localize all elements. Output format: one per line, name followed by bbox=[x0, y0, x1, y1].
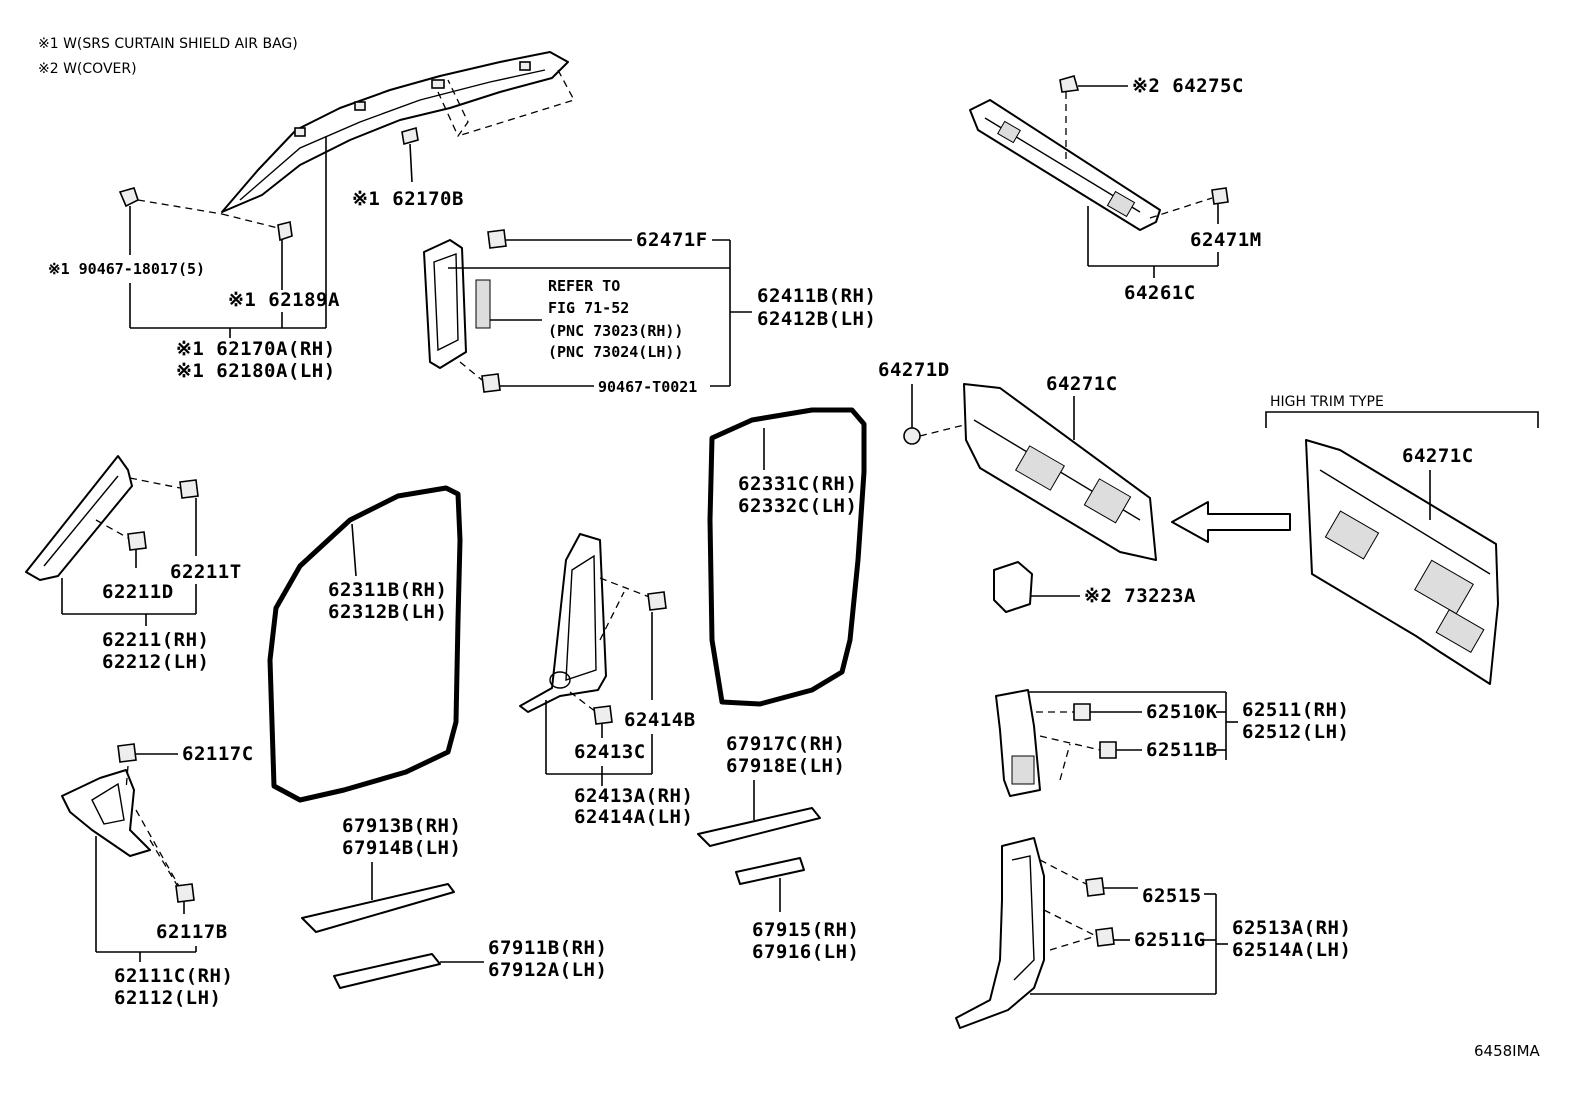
label-62413C: 62413C bbox=[574, 741, 646, 763]
clip-62511B bbox=[1099, 741, 1117, 759]
front-pillar-garnish bbox=[25, 455, 133, 581]
label-62471F: 62471F bbox=[636, 229, 708, 251]
label-fig-71-52: FIG 71-52 bbox=[548, 299, 629, 317]
label-62511G: 62511G bbox=[1134, 929, 1206, 951]
figure-code: 6458IMA bbox=[1474, 1042, 1541, 1060]
clip-62211T bbox=[179, 479, 199, 499]
label-64261C: 64261C bbox=[1124, 282, 1196, 304]
arrow-icon bbox=[1171, 501, 1291, 543]
label-67914B: 67914B(LH) bbox=[342, 837, 461, 859]
label-62170B: ※1 62170B bbox=[352, 188, 464, 210]
label-62414A: 62414A(LH) bbox=[574, 806, 693, 828]
label-67911B: 67911B(RH) bbox=[488, 937, 607, 959]
label-62515: 62515 bbox=[1142, 885, 1202, 907]
back-panel-standard bbox=[963, 383, 1157, 561]
label-high-trim-type: HIGH TRIM TYPE bbox=[1270, 394, 1384, 410]
label-73223A: ※2 73223A bbox=[1084, 585, 1196, 607]
clip-62511G bbox=[1095, 927, 1115, 947]
label-62510K: 62510K bbox=[1146, 701, 1218, 723]
cowl-side-trim bbox=[61, 769, 151, 857]
clip-62170B bbox=[401, 126, 419, 183]
quarter-pillar-lower-garnish bbox=[955, 837, 1045, 1029]
quarter-pillar-upper-garnish bbox=[995, 689, 1041, 797]
label-62513A: 62513A(RH) bbox=[1232, 917, 1351, 939]
clip-64271D bbox=[903, 427, 921, 445]
label-62413A: 62413A(RH) bbox=[574, 785, 693, 807]
front-door-weatherstrip bbox=[267, 485, 463, 803]
label-67912A: 67912A(LH) bbox=[488, 959, 607, 981]
clip-90467-T0021 bbox=[481, 373, 501, 393]
clip-62189A bbox=[277, 221, 293, 242]
cover-73223A bbox=[993, 561, 1033, 613]
rear-scuff-plate bbox=[697, 807, 821, 847]
label-90467-18017: ※1 90467-18017(5) bbox=[48, 260, 205, 278]
front-scuff-plate bbox=[301, 883, 455, 933]
label-62311B: 62311B(RH) bbox=[328, 579, 447, 601]
label-67917C: 67917C(RH) bbox=[726, 733, 845, 755]
label-62332C: 62332C(LH) bbox=[738, 495, 857, 517]
clip-62471M bbox=[1211, 187, 1229, 205]
note-curtain-airbag: ※1 W(SRS CURTAIN SHIELD AIR BAG) bbox=[38, 36, 298, 52]
label-62117B: 62117B bbox=[156, 921, 228, 943]
label-62412B: 62412B(LH) bbox=[757, 308, 876, 330]
roof-side-garnish bbox=[221, 51, 569, 213]
clip-90467-18017 bbox=[118, 187, 139, 208]
label-62312B: 62312B(LH) bbox=[328, 601, 447, 623]
label-62180A: ※1 62180A(LH) bbox=[176, 360, 336, 382]
label-62170A: ※1 62170A(RH) bbox=[176, 338, 336, 360]
label-67918E: 67918E(LH) bbox=[726, 755, 845, 777]
label-pnc-73024: (PNC 73024(LH)) bbox=[548, 343, 683, 361]
clip-62211D bbox=[127, 531, 147, 551]
label-62212: 62212(LH) bbox=[102, 651, 209, 673]
label-62414B: 62414B bbox=[624, 709, 696, 731]
label-62111C: 62111C(RH) bbox=[114, 965, 233, 987]
label-64271C-high-trim: 64271C bbox=[1402, 445, 1474, 467]
label-67915: 67915(RH) bbox=[752, 919, 859, 941]
label-62211T: 62211T bbox=[170, 561, 242, 583]
clip-62117B bbox=[175, 883, 195, 903]
label-67913B: 67913B(RH) bbox=[342, 815, 461, 837]
upper-back-panel bbox=[969, 99, 1161, 231]
label-62512: 62512(LH) bbox=[1242, 721, 1349, 743]
clip-62117C bbox=[117, 743, 137, 763]
label-64275C: ※2 64275C bbox=[1132, 75, 1244, 97]
label-67916: 67916(LH) bbox=[752, 941, 859, 963]
label-62411B: 62411B(RH) bbox=[757, 285, 876, 307]
clip-62510K bbox=[1073, 703, 1091, 721]
label-62117C: 62117C bbox=[182, 743, 254, 765]
label-refer-to: REFER TO bbox=[548, 277, 620, 295]
center-pillar-lower-garnish bbox=[519, 533, 607, 713]
label-64271D: 64271D bbox=[878, 359, 950, 381]
rear-door-scuff-plate bbox=[735, 857, 805, 885]
clip-62515 bbox=[1085, 877, 1105, 897]
label-62514A: 62514A(LH) bbox=[1232, 939, 1351, 961]
note-cover: ※2 W(COVER) bbox=[38, 61, 137, 77]
label-62189A: ※1 62189A bbox=[228, 289, 340, 311]
clip-64275C bbox=[1059, 75, 1080, 93]
label-62511B: 62511B bbox=[1146, 739, 1218, 761]
rear-door-weatherstrip bbox=[707, 407, 867, 707]
center-pillar-garnish bbox=[423, 239, 491, 369]
front-door-scuff-plate bbox=[333, 953, 441, 989]
clip-62413C bbox=[593, 705, 613, 725]
label-62471M: 62471M bbox=[1190, 229, 1262, 251]
clip-62471F bbox=[487, 229, 507, 249]
label-62112: 62112(LH) bbox=[114, 987, 221, 1009]
label-62511: 62511(RH) bbox=[1242, 699, 1349, 721]
label-62331C: 62331C(RH) bbox=[738, 473, 857, 495]
label-62211D: 62211D bbox=[102, 581, 174, 603]
clip-62414B bbox=[647, 591, 667, 611]
label-64271C-standard: 64271C bbox=[1046, 373, 1118, 395]
back-panel-high-trim bbox=[1305, 439, 1499, 685]
label-90467-T0021: 90467-T0021 bbox=[598, 378, 697, 396]
label-62211: 62211(RH) bbox=[102, 629, 209, 651]
label-pnc-73023: (PNC 73023(RH)) bbox=[548, 322, 683, 340]
